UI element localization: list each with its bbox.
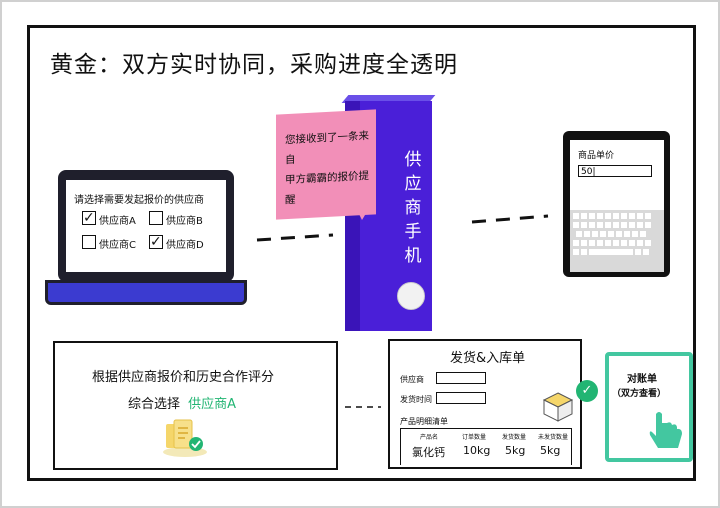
connector-selection-form — [345, 406, 381, 408]
notification-line-2: 甲方霸霸的报价提醒 — [285, 169, 369, 207]
form-supplier-field[interactable] — [436, 372, 486, 384]
cell-shipped: 5kg — [505, 444, 526, 457]
unit-price-label: 商品单价 — [578, 151, 615, 161]
cell-ordered: 10kg — [463, 444, 491, 457]
supplier-phone-label: 供应商手机 — [404, 150, 422, 266]
column-unshipped: 未发货数量 — [538, 434, 569, 441]
selection-result: 综合选择 供应商A — [128, 393, 236, 412]
column-product: 产品名 — [420, 434, 439, 441]
column-ordered: 订单数量 — [462, 434, 487, 441]
form-detail-label: 产品明细清单 — [400, 417, 448, 426]
laptop-keyboard-base — [45, 280, 247, 305]
statement-title: 对账单 — [627, 374, 657, 385]
checkbox-supplier-b[interactable] — [149, 211, 163, 225]
form-time-field[interactable] — [436, 392, 486, 404]
form-time-label: 发货时间 — [400, 395, 432, 404]
supplier-prompt: 请选择需要发起报价的供应商 — [74, 195, 204, 206]
cell-product: 氯化钙 — [412, 446, 445, 459]
documents-approved-icon — [163, 419, 207, 457]
phone-home-button — [397, 282, 425, 310]
supplier-d-label: 供应商D — [166, 240, 204, 251]
delivery-form-title: 发货&入库单 — [450, 351, 526, 366]
package-box-icon — [542, 392, 574, 422]
connector-laptop-phone — [256, 233, 334, 242]
supplier-a-label: 供应商A — [99, 216, 136, 227]
notification-text: 您接收到了一条来自 甲方霸霸的报价提醒 — [285, 126, 375, 211]
bubble-tail-icon — [352, 200, 374, 220]
selection-criteria-text: 根据供应商报价和历史合作评分 — [92, 370, 275, 385]
notification-line-1: 您接收到了一条来自 — [285, 129, 369, 167]
check-circle-icon: ✓ — [576, 380, 598, 402]
supplier-c-label: 供应商C — [99, 240, 136, 251]
page-title: 黄金：双方实时协同，采购进度全透明 — [50, 52, 458, 78]
laptop-screen — [66, 180, 226, 272]
cell-unshipped: 5kg — [540, 444, 561, 457]
selection-prefix: 综合选择 — [128, 397, 181, 412]
statement-subtitle: （双方查看） — [612, 389, 667, 399]
checkbox-supplier-c[interactable] — [82, 235, 96, 249]
checkbox-supplier-a[interactable]: ✓ — [82, 210, 96, 226]
column-shipped: 发货数量 — [502, 434, 527, 441]
unit-price-value: 50 — [581, 167, 593, 177]
form-supplier-label: 供应商 — [400, 375, 424, 384]
on-screen-keyboard[interactable] — [570, 210, 664, 272]
supplier-b-label: 供应商B — [166, 216, 203, 227]
chosen-supplier: 供应商A — [188, 397, 237, 412]
unit-price-input[interactable]: 50| — [578, 165, 652, 177]
connector-phone-input — [471, 214, 549, 224]
checkbox-supplier-d[interactable]: ✓ — [149, 234, 163, 250]
tapping-hand-icon — [649, 412, 682, 448]
detail-table — [400, 428, 572, 465]
